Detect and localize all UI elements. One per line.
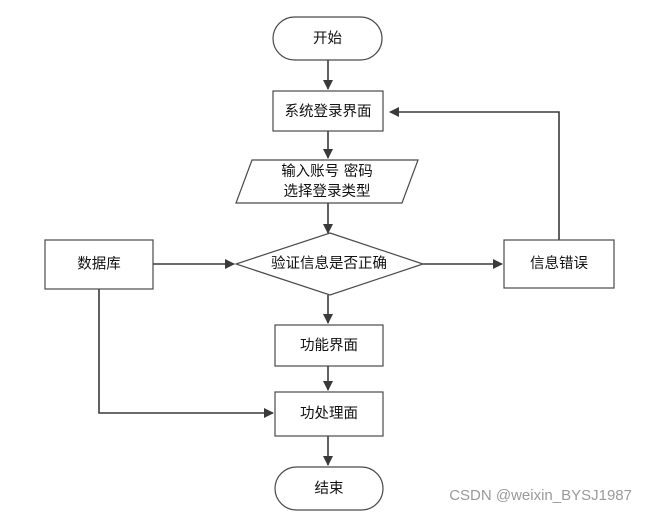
node-start: 开始 xyxy=(272,16,383,61)
node-input: 输入账号 密码 选择登录类型 xyxy=(235,159,419,204)
decision-label: 验证信息是否正确 xyxy=(271,255,387,272)
input-label-line1: 输入账号 密码 xyxy=(281,163,373,180)
node-decision: 验证信息是否正确 xyxy=(234,232,425,296)
edges xyxy=(98,60,560,466)
node-database: 数据库 xyxy=(44,239,154,290)
function-ui-label: 功能界面 xyxy=(300,337,358,354)
edge-error-to-login xyxy=(389,107,560,240)
process-label: 功处理面 xyxy=(300,405,358,422)
input-label-line2: 选择登录类型 xyxy=(284,183,371,200)
login-label: 系统登录界面 xyxy=(285,103,372,120)
edge-database-to-process xyxy=(98,289,274,418)
start-label: 开始 xyxy=(313,30,342,47)
node-login: 系统登录界面 xyxy=(272,90,384,132)
database-label: 数据库 xyxy=(77,256,121,273)
end-label: 结束 xyxy=(315,480,344,497)
node-error: 信息错误 xyxy=(503,239,615,289)
node-end: 结束 xyxy=(274,466,384,511)
node-process: 功处理面 xyxy=(274,391,384,437)
node-function-ui: 功能界面 xyxy=(274,324,384,367)
error-label: 信息错误 xyxy=(530,255,588,272)
watermark: CSDN @weixin_BYSJ1987 xyxy=(449,487,632,504)
